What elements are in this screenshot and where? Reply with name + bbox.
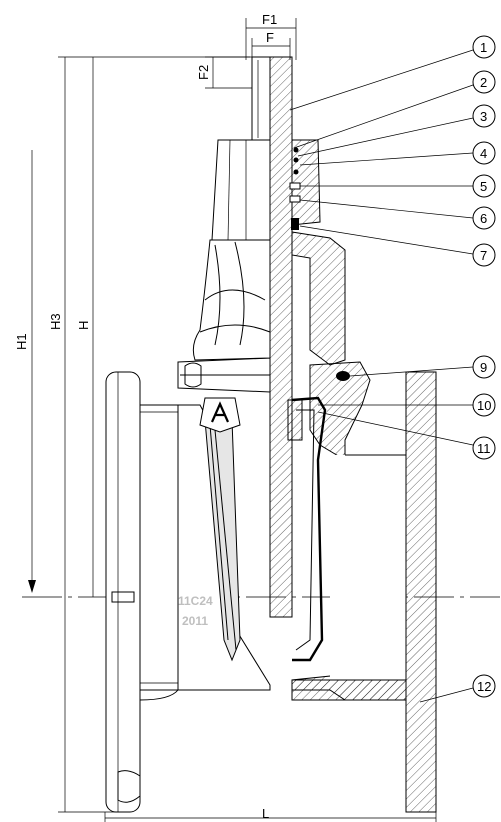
- callout-3: 3: [480, 109, 487, 124]
- callout-6: 6: [480, 211, 487, 226]
- valve-section-right: [269, 56, 437, 813]
- callout-1: 1: [480, 40, 487, 55]
- callout-7: 7: [480, 248, 487, 263]
- valve-exterior-left: [105, 56, 271, 813]
- dim-label-f: F: [266, 30, 274, 45]
- callout-2: 2: [480, 75, 487, 90]
- callouts: 1 2 3 4 5 6 7 9 10 11 12: [289, 35, 496, 703]
- callout-9: 9: [480, 360, 487, 375]
- casting-year: 2011: [182, 614, 208, 628]
- dim-label-l: L: [262, 806, 269, 821]
- dimension-lines: [22, 18, 500, 822]
- dim-label-f2: F2: [196, 65, 211, 80]
- callout-4: 4: [480, 146, 487, 161]
- dim-label-h: H: [76, 321, 91, 330]
- callout-5: 5: [480, 179, 487, 194]
- callout-11: 11: [477, 441, 491, 456]
- spindle: [269, 56, 293, 618]
- dim-label-h3: H3: [48, 313, 63, 330]
- casting-code: 11C24: [178, 594, 213, 608]
- callout-12: 12: [477, 679, 491, 694]
- dim-label-f1: F1: [262, 12, 277, 27]
- callout-10: 10: [477, 398, 491, 413]
- dim-label-h1: H1: [14, 333, 29, 350]
